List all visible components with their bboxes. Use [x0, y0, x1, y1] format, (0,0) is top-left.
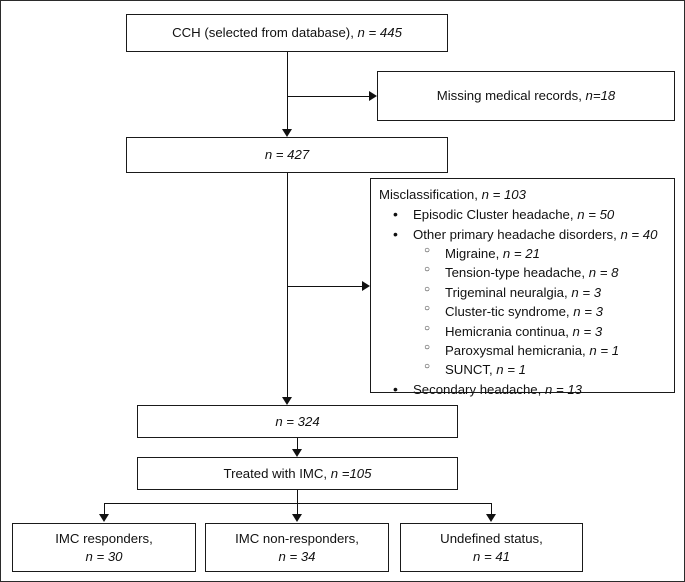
connector-to-outcome-3 [491, 503, 492, 516]
node-misclassification: Misclassification, n = 103 Episodic Clus… [370, 178, 675, 400]
list-item: Secondary headache, n = 13 [379, 379, 670, 400]
connector-to-outcome-1 [104, 503, 105, 516]
outcome-3-n: n = 41 [472, 548, 511, 564]
connector-outcome-distributor [104, 503, 492, 504]
list-item: Other primary headache disorders, n = 40 [379, 224, 670, 245]
list-item: Cluster-tic syndrome, n = 3 [379, 302, 670, 321]
connector-324-to-treated [297, 438, 298, 450]
list-item: Tension-type headache, n = 8 [379, 263, 670, 282]
node-outcome-imc-responders: IMC responders, n = 30 [12, 523, 196, 572]
outcome-1-label: IMC responders, [55, 530, 153, 546]
node-after-missing-n: n = 427 [264, 147, 310, 163]
arrowhead-to-misclassification [362, 281, 370, 291]
arrowhead-to-427 [282, 129, 292, 137]
node-treated-label: Treated with IMC, [223, 465, 331, 481]
arrowhead-to-outcome-1 [99, 514, 109, 522]
node-missing-records: Missing medical records, n=18 [377, 71, 675, 121]
node-source-cohort: CCH (selected from database), n = 445 [126, 14, 448, 52]
arrowhead-to-outcome-3 [486, 514, 496, 522]
outcome-1-n: n = 30 [85, 548, 123, 564]
node-after-missing-exclusion: n = 427 [126, 137, 448, 173]
connector-to-missing-records [287, 96, 370, 97]
node-missing-records-label: Missing medical records, [436, 88, 586, 104]
misclassification-heading: Misclassification, n = 103 [379, 185, 670, 204]
arrowhead-to-outcome-2 [292, 514, 302, 522]
node-outcome-imc-non-responders: IMC non-responders, n = 34 [205, 523, 389, 572]
node-source-n: n = 445 [357, 25, 402, 41]
node-missing-records-n: n=18 [585, 88, 616, 104]
list-item: Episodic Cluster headache, n = 50 [379, 204, 670, 225]
node-outcome-undefined-status: Undefined status, n = 41 [400, 523, 583, 572]
list-item: Paroxysmal hemicrania, n = 1 [379, 341, 670, 360]
node-source-text: CCH (selected from database), n = 445 [172, 24, 402, 42]
node-source-label: CCH (selected from database), [172, 25, 358, 41]
outcome-3-label: Undefined status, [440, 530, 543, 546]
list-item: Hemicrania continua, n = 3 [379, 322, 670, 341]
outcome-2-n: n = 34 [278, 548, 316, 564]
list-item: SUNCT, n = 1 [379, 360, 670, 379]
outcome-2-label: IMC non-responders, [235, 530, 359, 546]
list-item: Trigeminal neuralgia, n = 3 [379, 283, 670, 302]
node-treated-with-imc: Treated with IMC, n =105 [137, 457, 458, 490]
node-treated-text: Treated with IMC, n =105 [224, 465, 372, 483]
arrowhead-to-treated [292, 449, 302, 457]
node-missing-records-text: Missing medical records, n=18 [437, 87, 616, 105]
node-after-misclass-n: n = 324 [275, 413, 320, 429]
connector-427-to-324 [287, 173, 288, 398]
arrowhead-to-324 [282, 397, 292, 405]
arrowhead-to-missing-records [369, 91, 377, 101]
connector-to-misclassification [287, 286, 363, 287]
misclassification-heading-label: Misclassification, [379, 187, 482, 202]
node-after-misclassification-exclusion: n = 324 [137, 405, 458, 438]
misclassification-list: Episodic Cluster headache, n = 50 Other … [379, 204, 670, 400]
node-treated-n: n =105 [330, 465, 372, 481]
connector-source-to-427 [287, 52, 288, 130]
connector-to-outcome-2 [297, 503, 298, 516]
list-item: Migraine, n = 21 [379, 244, 670, 263]
misclassification-heading-n: n = 103 [481, 187, 526, 202]
connector-treated-stem [297, 490, 298, 503]
